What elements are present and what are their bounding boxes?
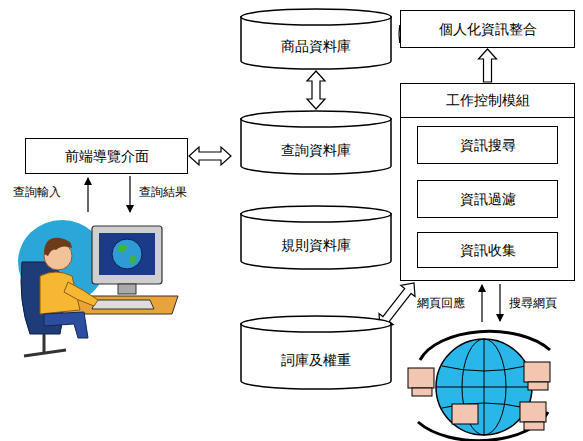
database-cylinder: 詞庫及權重 — [232, 315, 400, 390]
block-arrow — [189, 147, 231, 165]
node-text: 工作控制模組 — [446, 92, 530, 109]
process-box: 資訊收集 — [417, 232, 558, 268]
process-box: 資訊搜尋 — [417, 126, 558, 164]
node-text: 個人化資訊整合 — [439, 21, 537, 38]
node-text: 規則資料庫 — [232, 237, 400, 254]
database-cylinder: 商品資料庫 — [232, 8, 400, 70]
block-arrow — [307, 71, 325, 109]
node-text: 前端導覽介面 — [65, 148, 149, 165]
user-figure — [18, 220, 178, 356]
process-box: 前端導覽介面 — [25, 138, 188, 174]
search-arrow — [499, 284, 500, 321]
process-box: 資訊過濾 — [417, 180, 558, 218]
arrow-label: 搜尋網頁 — [508, 296, 558, 310]
node-text: 商品資料庫 — [232, 38, 400, 55]
node-text: 資訊收集 — [460, 242, 516, 259]
database-cylinder: 規則資料庫 — [232, 205, 400, 270]
result-arrow — [129, 176, 130, 212]
response-arrow — [481, 285, 482, 322]
arrow-label: 查詢輸入 — [12, 185, 62, 199]
node-text: 查詢資料庫 — [232, 142, 400, 159]
module-box: 工作控制模組資訊搜尋資訊過濾資訊收集 — [400, 83, 575, 281]
internet-globe — [408, 331, 550, 440]
process-box: 個人化資訊整合 — [400, 10, 575, 48]
node-text: 詞庫及權重 — [232, 352, 400, 369]
arrow-label: 查詢結果 — [138, 185, 188, 199]
arrow-label: 網頁回應 — [416, 296, 466, 310]
block-arrow — [479, 49, 497, 82]
node-text: 資訊搜尋 — [460, 137, 516, 154]
input-arrow — [87, 178, 88, 212]
database-cylinder: 查詢資料庫 — [232, 110, 400, 175]
node-text: 資訊過濾 — [460, 191, 516, 208]
